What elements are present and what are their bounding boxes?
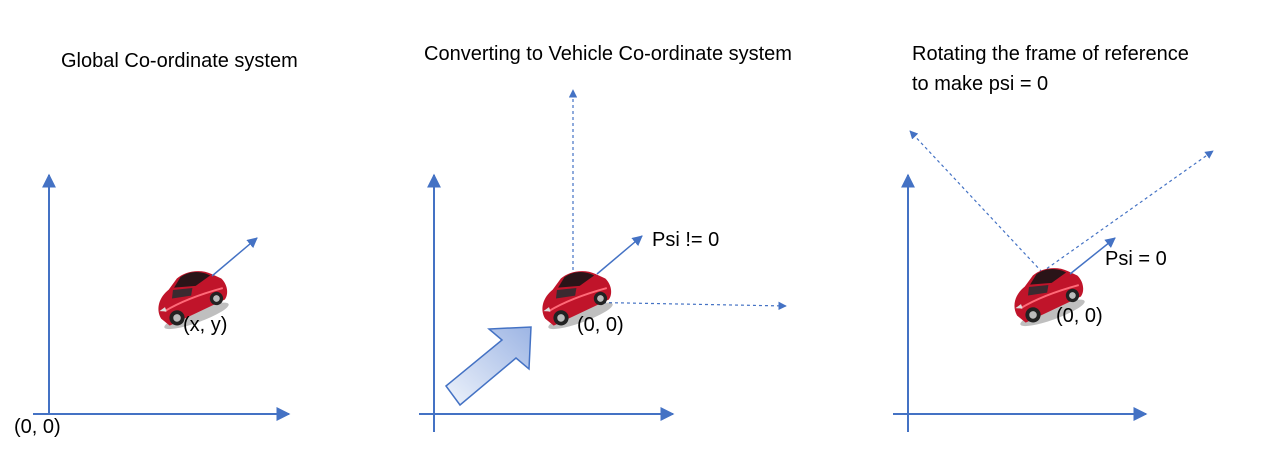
car-origin-label: (0, 0)	[1056, 305, 1103, 327]
panel-3-title-line2: to make psi = 0	[912, 73, 1049, 95]
panel-rotated	[893, 130, 1214, 432]
car-origin-label: (0, 0)	[577, 314, 624, 336]
heading-label: Psi = 0	[1105, 248, 1167, 270]
heading-vector	[211, 237, 258, 277]
transform-arrow-icon	[444, 326, 532, 407]
car-position-label: (x, y)	[183, 314, 228, 336]
heading-vector	[1069, 237, 1116, 275]
panel-global	[33, 173, 291, 421]
panel-1-title: Global Co-ordinate system	[61, 50, 298, 72]
panel-2-title: Converting to Vehicle Co-ordinate system	[424, 43, 792, 65]
panel-vehicle	[419, 89, 787, 432]
rotated-y-axis	[909, 130, 1043, 273]
heading-label: Psi != 0	[652, 229, 720, 251]
heading-vector	[596, 235, 643, 275]
rotated-x-axis	[1041, 150, 1214, 273]
origin-label: (0, 0)	[14, 416, 61, 438]
panel-3-title-line1: Rotating the frame of reference	[912, 43, 1189, 65]
